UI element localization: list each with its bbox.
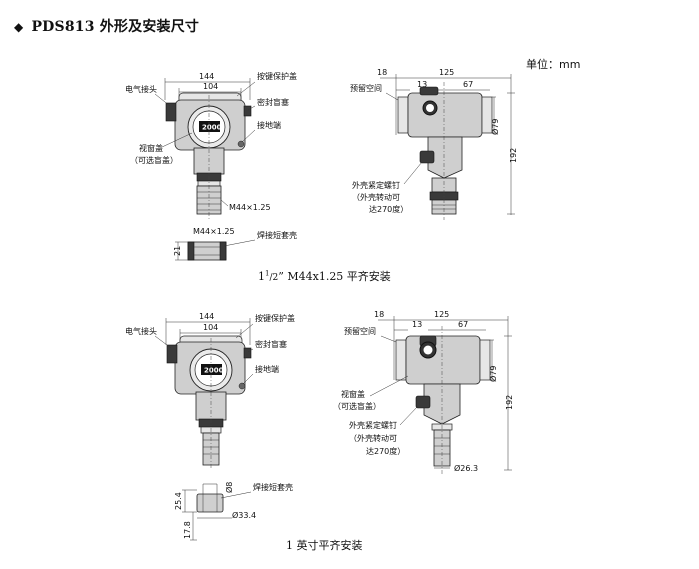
label-electrical: 电气接头	[125, 326, 157, 336]
dim-192: 192	[509, 148, 518, 163]
dim-phi79: Ø79	[488, 366, 498, 382]
label-window: 视窗盖	[139, 143, 163, 153]
dim-25-4: 25.4	[174, 492, 183, 510]
label-ground: 接地端	[255, 364, 279, 374]
dim-18: 18	[377, 68, 387, 77]
caption-top: 11/2” M44x1.25 平齐安装	[258, 269, 391, 283]
top-weld-sleeve: M44×1.25 21 焊接短套壳	[173, 227, 297, 261]
side-rear-cover	[395, 339, 407, 381]
sleeve-thread: M44×1.25	[193, 227, 235, 236]
dim-phi26-3: Ø26.3	[454, 463, 478, 473]
side-housing	[407, 92, 483, 138]
dim-144: 144	[199, 72, 214, 81]
diamond-icon: ◆	[14, 20, 24, 34]
cable-gland	[165, 102, 177, 122]
label-key-cover: 按键保护盖	[255, 313, 295, 323]
side-housing	[405, 335, 481, 385]
dim-125: 125	[439, 68, 454, 77]
sleeve-body	[196, 493, 224, 513]
dim-phi33-4: Ø33.4	[232, 510, 256, 520]
label-screw-note-1: （外壳转动可	[352, 192, 400, 202]
dim-144: 144	[199, 312, 214, 321]
label-key-cover: 按键保护盖	[257, 71, 297, 81]
label-reserve: 预留空间	[350, 83, 382, 93]
dim-phi79: Ø79	[490, 119, 500, 135]
section-title: PDS813 外形及安装尺寸	[31, 19, 200, 35]
bottom-front-view: 144 104 2000 电气接头 按键保护盖 密封盲塞 接地端	[125, 312, 295, 470]
dim-13: 13	[412, 320, 422, 329]
dim-18: 18	[374, 310, 384, 319]
label-screw: 外壳紧定螺钉	[349, 420, 397, 430]
unit-label: 单位：mm	[526, 58, 581, 71]
display-value: 2000	[204, 367, 224, 375]
lock-screw	[415, 395, 431, 409]
dim-phi8: Ø8	[224, 482, 234, 493]
label-weld-sleeve: 焊接短套壳	[257, 230, 297, 240]
label-seal-plug: 密封盲塞	[255, 339, 287, 349]
lcd-display	[199, 121, 220, 132]
caption-bottom: 1 英寸平齐安装	[286, 539, 363, 552]
label-screw-note-2: 达270度）	[369, 204, 408, 214]
dim-192: 192	[505, 395, 514, 410]
neck	[195, 391, 227, 421]
dim-104: 104	[203, 82, 218, 91]
bottom-side-view: 125 18 13 67 预留空间 Ø79 192 Ø26.3 视窗盖	[333, 310, 514, 474]
label-electrical: 电气接头	[125, 84, 157, 94]
label-window-note: （可选盲盖）	[333, 401, 381, 411]
lock-screw	[419, 150, 435, 164]
side-rear-cover	[397, 96, 409, 134]
section-heading: ◆ PDS813 外形及安装尺寸	[14, 16, 199, 36]
dim-67: 67	[458, 320, 468, 329]
dim-17-8: 17.8	[183, 521, 192, 539]
label-ground: 接地端	[257, 120, 281, 130]
label-thread: M44×1.25	[229, 203, 271, 212]
label-screw-note-1: （外壳转动可	[349, 433, 397, 443]
seal-plug	[243, 105, 252, 117]
label-window: 视窗盖	[341, 389, 365, 399]
dim-13: 13	[417, 80, 427, 89]
dim-125: 125	[434, 310, 449, 319]
label-reserve: 预留空间	[344, 326, 376, 336]
label-screw-note-2: 达270度）	[366, 446, 405, 456]
seal-plug	[243, 347, 252, 359]
cable-gland	[166, 344, 178, 364]
bottom-weld-sleeve: Ø8 25.4 17.8 Ø33.4 焊接短套壳	[174, 482, 293, 541]
label-screw: 外壳紧定螺钉	[352, 180, 400, 190]
label-weld-sleeve: 焊接短套壳	[253, 482, 293, 492]
lcd-display	[201, 364, 222, 375]
dim-21: 21	[173, 246, 182, 256]
display-value: 2000	[202, 124, 222, 132]
dim-67: 67	[463, 80, 473, 89]
top-front-view: 144 104 2000 电气接头 按键保护盖 密封盲塞 接地端 视窗盖 （	[125, 71, 297, 220]
side-neck	[427, 136, 463, 179]
label-seal-plug: 密封盲塞	[257, 97, 289, 107]
dim-104: 104	[203, 323, 218, 332]
top-side-view: 125 18 13 67 预留空间 Ø79 192 外壳紧定螺钉 （外壳转动	[350, 68, 518, 220]
label-window-note: （可选盲盖）	[130, 155, 178, 165]
